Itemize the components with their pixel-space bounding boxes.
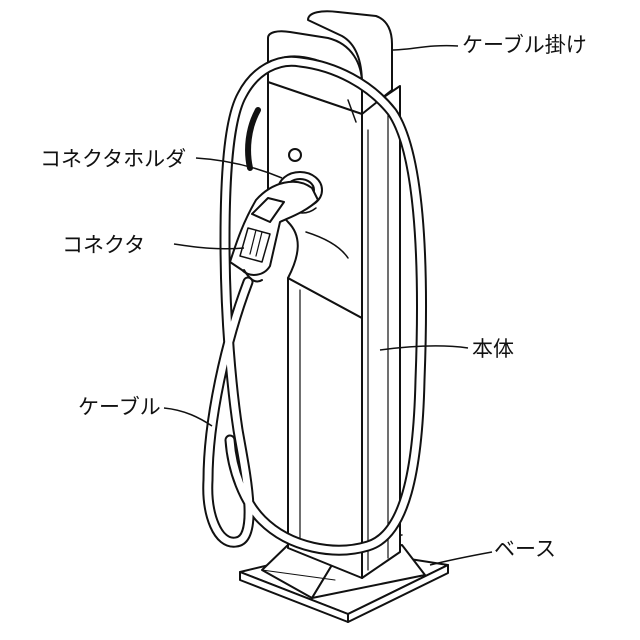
main-body [268, 80, 400, 578]
label-main-body: 本体 [472, 337, 514, 361]
label-cable-hanger: ケーブル掛け [462, 33, 587, 57]
label-connector: コネクタ [62, 233, 145, 257]
label-base: ベース [494, 537, 556, 561]
leader-cable-hanger [392, 46, 458, 50]
label-connector-holder: コネクタホルダ [40, 147, 186, 171]
leader-cable [164, 408, 212, 426]
label-cable: ケーブル [78, 395, 161, 419]
leader-base [430, 552, 492, 565]
leader-connector [174, 244, 244, 249]
